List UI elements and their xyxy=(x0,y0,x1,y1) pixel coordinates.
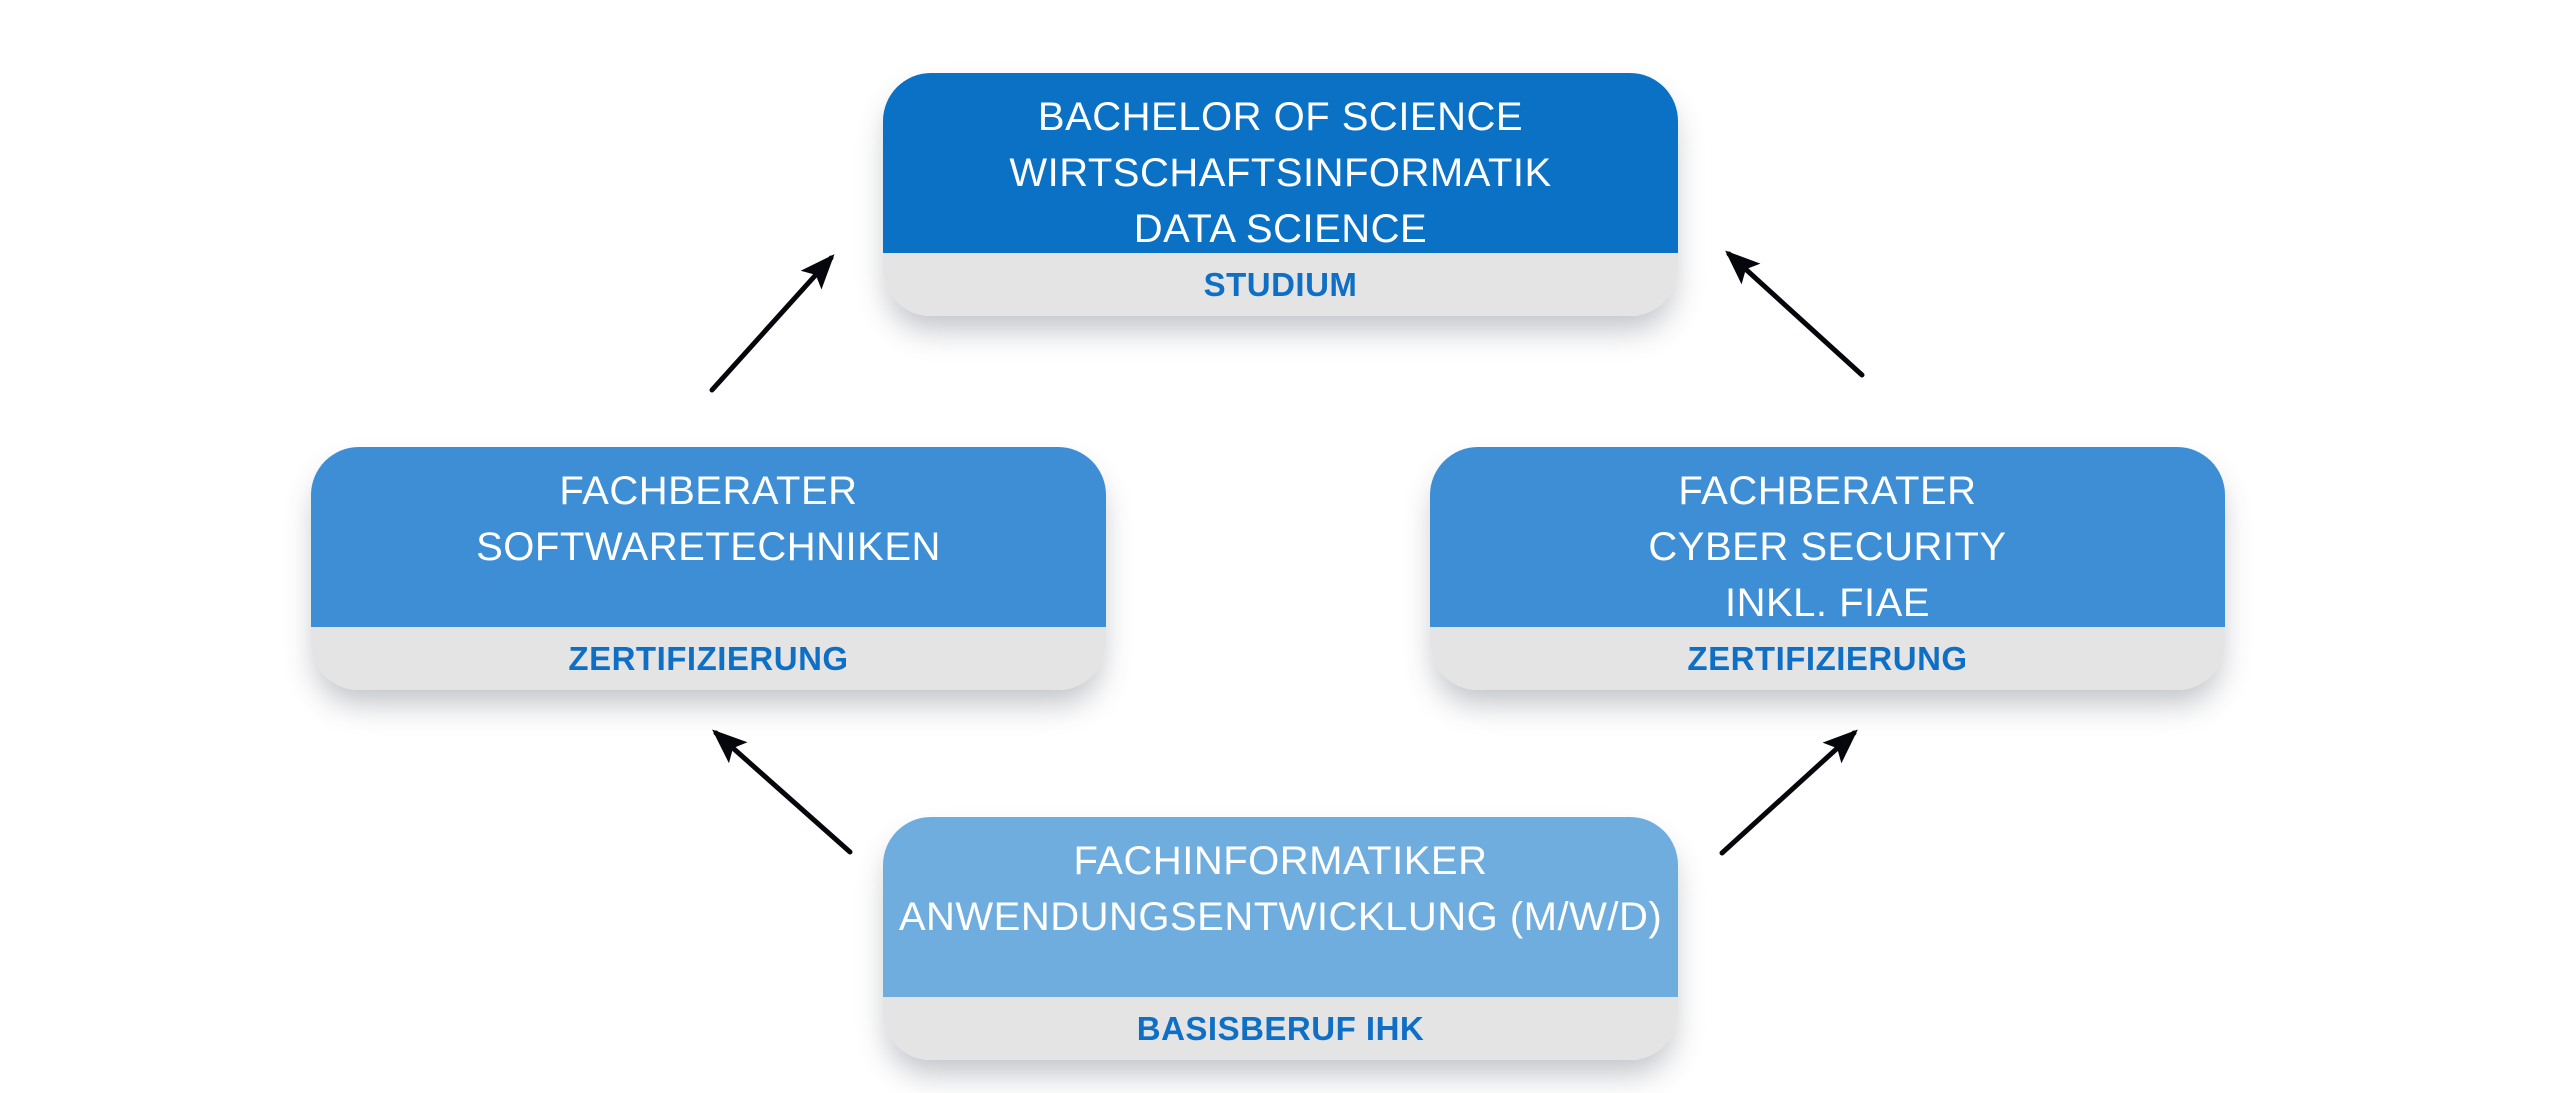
node-title-line: FACHINFORMATIKER xyxy=(1073,839,1488,883)
node-category-label: STUDIUM xyxy=(883,253,1678,316)
node-title-line: FACHBERATER xyxy=(559,469,858,513)
node-zertifizierung-cyber-security-title: FACHBERATER CYBER SECURITY INKL. FIAE xyxy=(1430,447,2225,627)
node-basisberuf-title: FACHINFORMATIKER ANWENDUNGSENTWICKLUNG (… xyxy=(883,817,1678,997)
arrow-softwaretechniken-to-studium xyxy=(709,254,835,393)
node-zertifizierung-softwaretechniken: FACHBERATER SOFTWARETECHNIKEN ZERTIFIZIE… xyxy=(311,447,1106,690)
node-title-line: DATA SCIENCE xyxy=(1133,207,1428,251)
arrow-cyber-security-to-studium xyxy=(1725,250,1865,378)
node-title-line: CYBER SECURITY xyxy=(1648,525,2007,569)
arrow-basisberuf-to-softwaretechniken xyxy=(712,729,853,855)
node-category-label: BASISBERUF IHK xyxy=(883,997,1678,1060)
node-basisberuf: FACHINFORMATIKER ANWENDUNGSENTWICKLUNG (… xyxy=(883,817,1678,1060)
node-studium: BACHELOR OF SCIENCE WIRTSCHAFTSINFORMATI… xyxy=(883,73,1678,316)
node-title-line: INKL. FIAE xyxy=(1724,581,1931,625)
node-title-line: ANWENDUNGSENTWICKLUNG (M/W/D) xyxy=(898,895,1663,939)
arrow-basisberuf-to-cyber-security xyxy=(1719,729,1858,856)
node-studium-title: BACHELOR OF SCIENCE WIRTSCHAFTSINFORMATI… xyxy=(883,73,1678,253)
node-zertifizierung-softwaretechniken-title: FACHBERATER SOFTWARETECHNIKEN xyxy=(311,447,1106,627)
node-category-label: ZERTIFIZIERUNG xyxy=(311,627,1106,690)
node-title-line: WIRTSCHAFTSINFORMATIK xyxy=(1009,151,1552,195)
node-title-line: BACHELOR OF SCIENCE xyxy=(1037,95,1524,139)
node-zertifizierung-cyber-security: FACHBERATER CYBER SECURITY INKL. FIAE ZE… xyxy=(1430,447,2225,690)
node-title-line: SOFTWARETECHNIKEN xyxy=(476,525,941,569)
node-title-line: FACHBERATER xyxy=(1678,469,1977,513)
node-category-label: ZERTIFIZIERUNG xyxy=(1430,627,2225,690)
